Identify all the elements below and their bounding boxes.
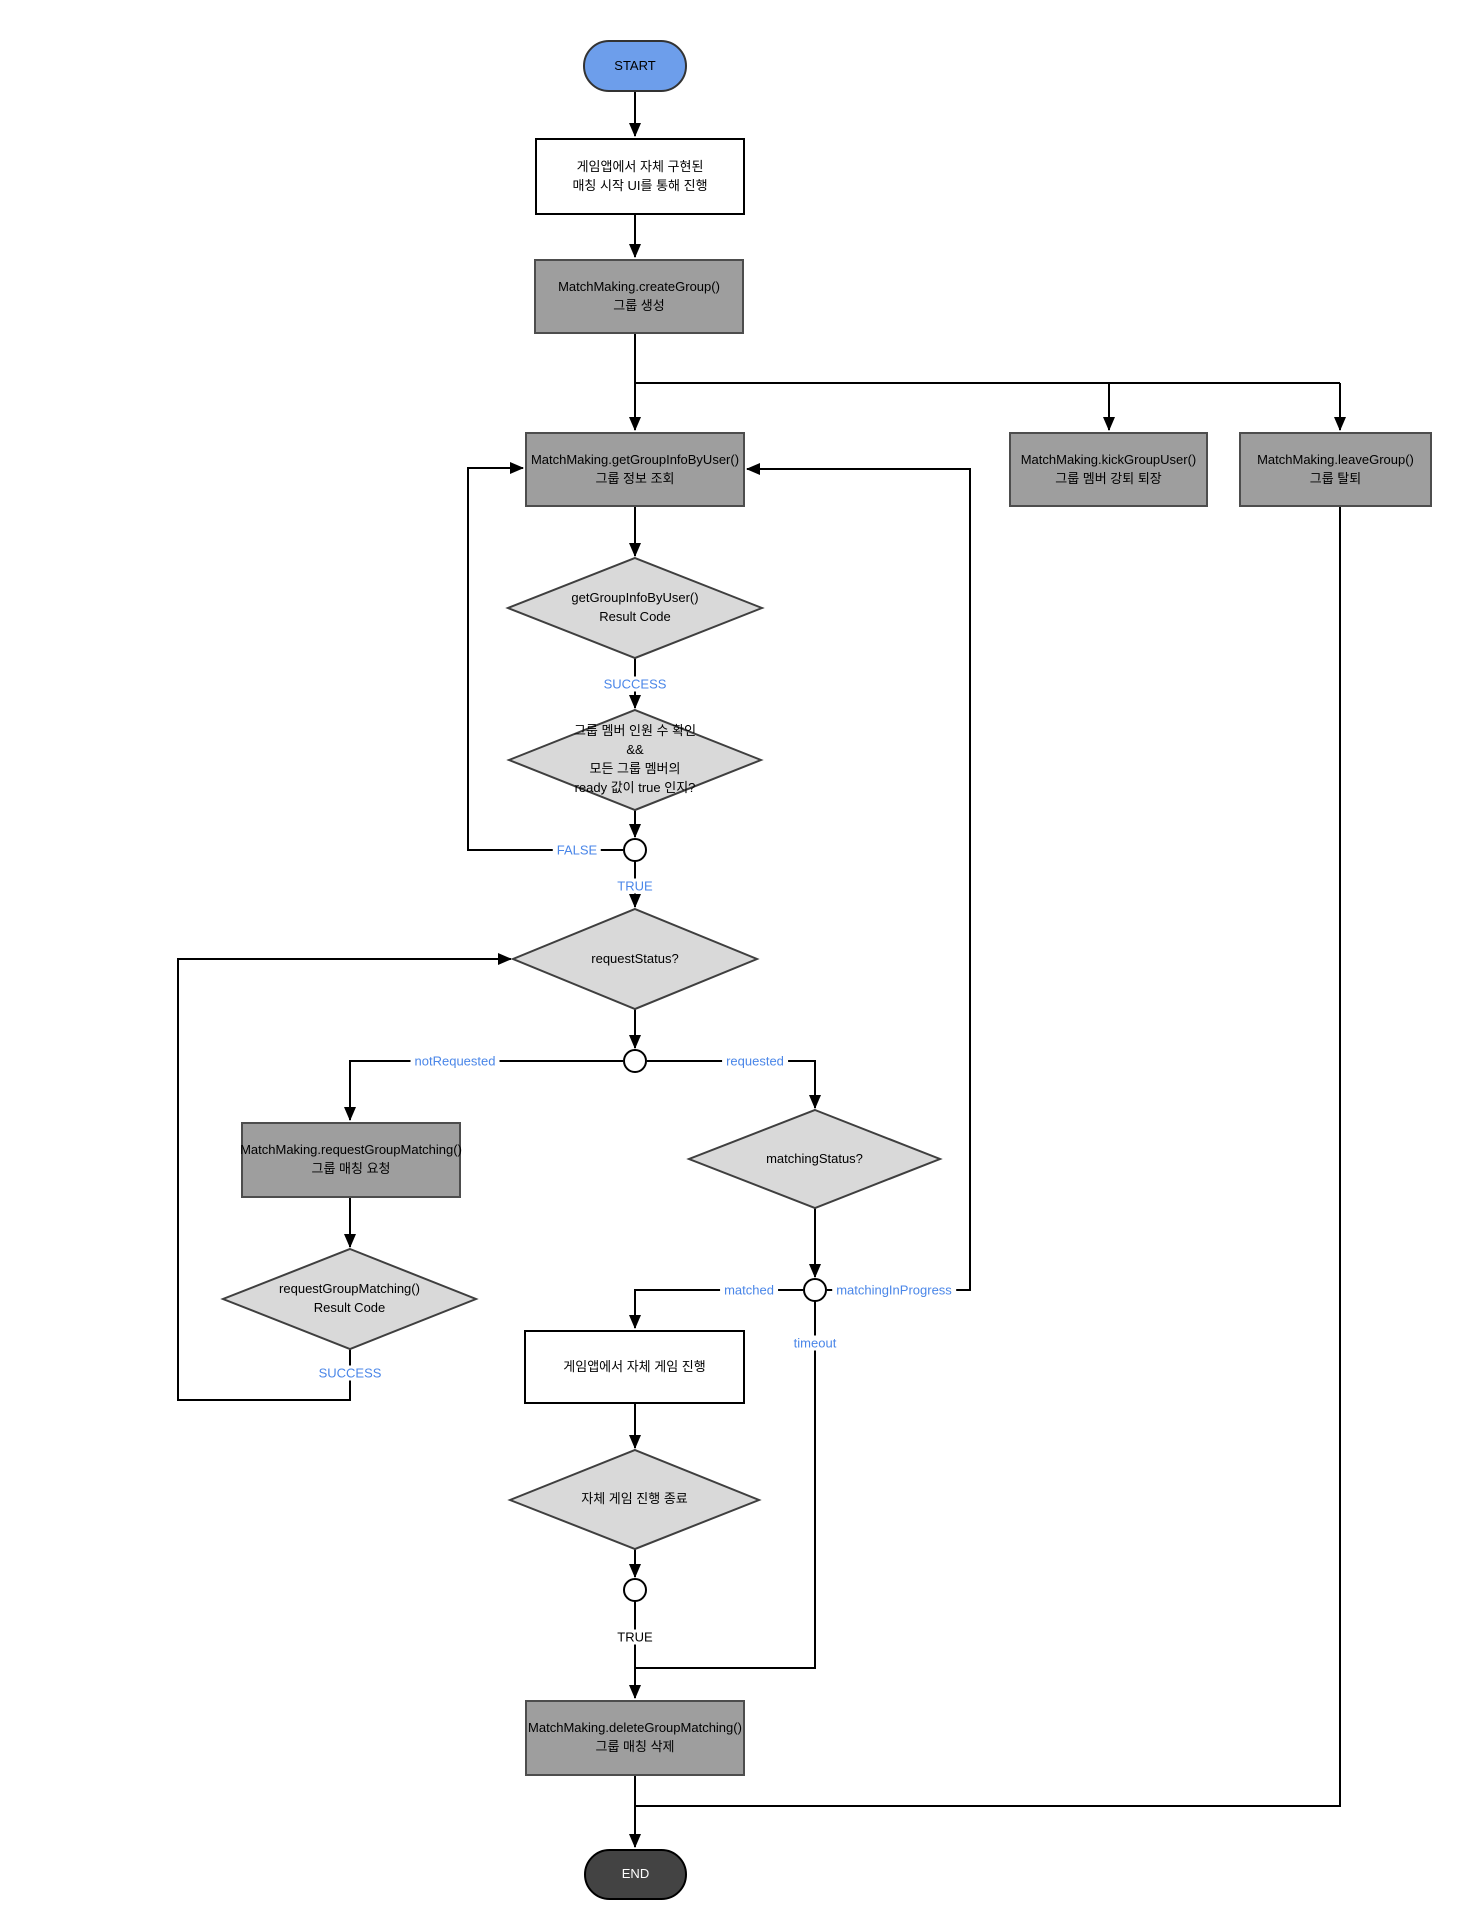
edge-leave-to-end-join <box>636 507 1341 1807</box>
kick-group-user-node: MatchMaking.kickGroupUser() 그룹 멤버 강퇴 퇴장 <box>1009 432 1208 507</box>
edge-label-requested: requested <box>722 1053 788 1069</box>
decision-getinfo-result-shape <box>505 556 765 660</box>
request-group-matching-node: MatchMaking.requestGroupMatching() 그룹 매칭… <box>240 1122 462 1198</box>
junction-request-status <box>623 1049 647 1073</box>
edge-label-true-gameend: TRUE <box>613 1629 657 1645</box>
decision-shapes <box>220 556 943 1551</box>
decision-request-result-label: requestGroupMatching() Result Code <box>279 1281 420 1315</box>
self-matching-ui-node: 게임앱에서 자체 구현된 매칭 시작 UI를 통해 진행 <box>535 138 745 215</box>
decision-game-end: 자체 게임 진행 종료 <box>510 1450 759 1549</box>
delete-group-matching-node: MatchMaking.deleteGroupMatching() 그룹 매칭 … <box>525 1700 745 1776</box>
decision-game-end-shape <box>507 1448 762 1551</box>
delete-group-matching-label: MatchMaking.deleteGroupMatching() 그룹 매칭 … <box>528 1720 742 1754</box>
start-node: START <box>583 40 687 92</box>
get-group-info-node: MatchMaking.getGroupInfoByUser() 그룹 정보 조… <box>525 432 745 507</box>
edge-label-true: TRUE <box>613 878 657 894</box>
decision-request-result: requestGroupMatching() Result Code <box>223 1249 476 1349</box>
edge-label-matchinginprogress: matchingInProgress <box>832 1282 956 1298</box>
edge-label-success-getinfo: SUCCESS <box>599 676 671 692</box>
end-node: END <box>584 1849 687 1900</box>
junction-matching-status <box>803 1278 827 1302</box>
decision-request-status-label: requestStatus? <box>591 950 679 966</box>
get-group-info-label: MatchMaking.getGroupInfoByUser() 그룹 정보 조… <box>530 451 740 486</box>
self-game-node: 게임앱에서 자체 게임 진행 <box>524 1330 745 1404</box>
decision-ready-check-label: 그룹 멤버 인원 수 확인 && 모든 그룹 멤버의 ready 값이 true… <box>573 723 697 795</box>
leave-group-label: MatchMaking.leaveGroup() 그룹 탈퇴 <box>1257 451 1414 486</box>
decision-getinfo-result: getGroupInfoByUser() Result Code <box>508 558 762 658</box>
edge-notrequested <box>344 1060 623 1121</box>
create-group-node: MatchMaking.createGroup() 그룹 생성 <box>534 259 744 334</box>
decision-game-end-label: 자체 게임 진행 종료 <box>581 1491 688 1507</box>
decision-matching-status-label: matchingStatus? <box>766 1150 863 1166</box>
edge-label-timeout: timeout <box>789 1335 841 1351</box>
create-group-label: MatchMaking.createGroup() 그룹 생성 <box>558 278 720 313</box>
edges <box>177 92 1346 1848</box>
decision-matching-status-shape <box>686 1108 943 1210</box>
junction-circles <box>623 838 827 1602</box>
edge-timeout <box>636 1301 816 1669</box>
self-matching-ui-label: 게임앱에서 자체 구현된 매칭 시작 UI를 통해 진행 <box>572 158 708 193</box>
junction-game-end <box>623 1578 647 1602</box>
edge-label-matched: matched <box>720 1282 778 1298</box>
decision-request-result-shape <box>220 1247 479 1351</box>
decision-request-status-shape <box>510 907 760 1011</box>
edge-success-loop <box>177 953 512 1401</box>
decision-ready-check: 그룹 멤버 인원 수 확인 && 모든 그룹 멤버의 ready 값이 true… <box>509 710 761 810</box>
edge-label-success-request: SUCCESS <box>314 1365 386 1381</box>
junction-ready-result <box>623 838 647 862</box>
edge-requested <box>647 1060 821 1109</box>
start-label: START <box>614 57 656 73</box>
kick-group-user-label: MatchMaking.kickGroupUser() 그룹 멤버 강퇴 퇴장 <box>1020 451 1197 486</box>
self-game-label: 게임앱에서 자체 게임 진행 <box>563 1358 706 1374</box>
edge-label-false: FALSE <box>552 842 602 858</box>
decision-matching-status: matchingStatus? <box>689 1110 940 1208</box>
edge-label-notrequested: notRequested <box>410 1053 500 1069</box>
decision-request-status: requestStatus? <box>513 909 757 1009</box>
decision-ready-check-shape <box>506 708 764 812</box>
edge-false-loop <box>467 462 623 851</box>
request-group-matching-label: MatchMaking.requestGroupMatching() 그룹 매칭… <box>240 1142 462 1176</box>
decision-getinfo-result-label: getGroupInfoByUser() Result Code <box>571 590 699 624</box>
end-label: END <box>621 1866 650 1882</box>
leave-group-node: MatchMaking.leaveGroup() 그룹 탈퇴 <box>1239 432 1432 507</box>
